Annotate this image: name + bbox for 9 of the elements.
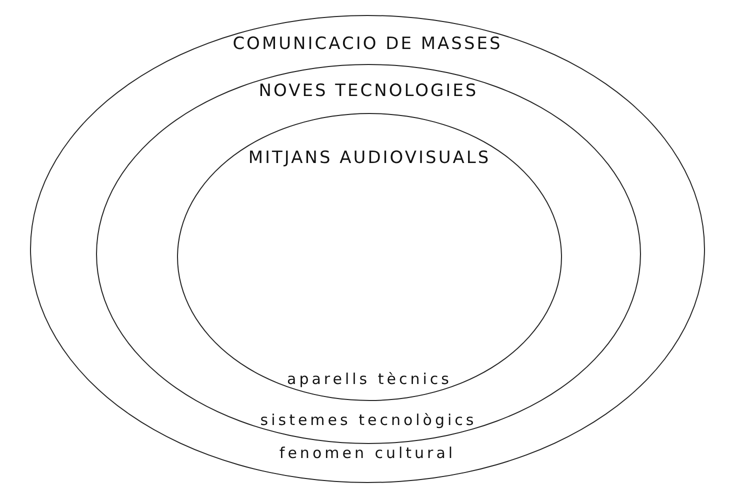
ellipse xyxy=(177,113,562,401)
ellipse-subtitle: fenomen cultural xyxy=(278,444,457,462)
ellipse-title: NOVES TECNOLOGIES xyxy=(258,81,480,101)
ellipse-title: MITJANS AUDIOVISUALS xyxy=(247,148,492,168)
ellipse-subtitle: sistemes tecnològics xyxy=(259,411,478,429)
ellipse-subtitle: aparells tècnics xyxy=(286,370,453,388)
ellipse xyxy=(30,15,705,483)
ellipse xyxy=(96,64,641,444)
ellipse-title: COMUNICACIO DE MASSES xyxy=(232,34,504,54)
